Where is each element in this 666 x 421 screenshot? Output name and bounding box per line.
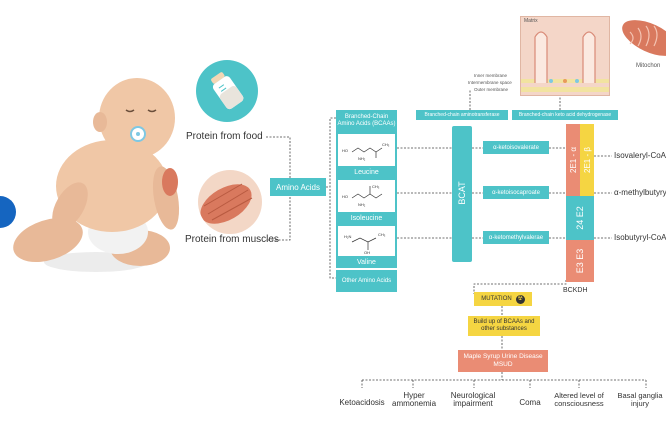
e1-beta-bar <box>580 124 594 196</box>
symptom-ketoacidosis: Ketoacidosis <box>339 397 385 407</box>
symptom-basal-ganglia: Basal ganglia injury <box>617 391 663 408</box>
svg-text:CH₃: CH₃ <box>378 232 386 237</box>
bcat-text: BCAT <box>457 181 467 205</box>
leucine-structure: HO NH₂ CH₃ <box>338 134 395 166</box>
e1a-text: 2E1 - α <box>568 147 578 173</box>
muscle-icon <box>198 170 262 234</box>
radiation-icon: ☢ <box>515 294 525 304</box>
outer-membrane-label: Outer membrane <box>474 87 509 92</box>
inner-membrane-label: Inner membrane <box>474 73 508 78</box>
svg-text:HO: HO <box>342 194 348 199</box>
bckd-name-label: Branched-chain keto acid dehydrogenase <box>512 110 618 120</box>
svg-text:HO: HO <box>342 148 348 153</box>
mutation-label: MUTATION <box>481 296 512 302</box>
protein-from-muscles-label: Protein from muscles <box>185 234 279 245</box>
symptom-hyperammonemia: Hyper ammonemia <box>392 391 437 408</box>
mutation-box: MUTATION ☢ <box>474 292 532 306</box>
symptom-consciousness: Altered level of consciousness <box>554 391 604 408</box>
keto-box-1: α-ketoisovalerate <box>483 141 549 154</box>
other-amino-acids-box: Other Amino Acids <box>336 270 397 292</box>
bcat-name-label: Branched-chain aminotransferase <box>416 110 508 120</box>
svg-text:CH₃: CH₃ <box>382 142 390 147</box>
symptom-neurological: Neurological impairment <box>450 391 496 408</box>
svg-text:CH₃: CH₃ <box>372 184 380 189</box>
leucine-label: Leucine <box>354 168 379 176</box>
bcat-bar <box>452 126 472 262</box>
keto-box-3: α-ketomethylvalerae <box>483 231 549 244</box>
e2-bar <box>566 196 594 240</box>
isoleucine-label: Isoleucine <box>350 214 383 222</box>
valine-structure: H₂N OH CH₃ <box>338 226 395 256</box>
product-3: Isobutyryl-CoA <box>614 233 666 242</box>
amino-acids-box: Amino Acids <box>270 178 326 196</box>
intermembrane-label: Intermembrane space <box>468 80 512 85</box>
mitochondrion-section <box>520 16 610 96</box>
valine-label: Valine <box>357 258 376 266</box>
svg-text:NH₂: NH₂ <box>358 202 366 207</box>
symptom-coma: Coma <box>519 397 541 407</box>
bottle-icon <box>196 60 258 122</box>
svg-text:OH: OH <box>364 250 370 255</box>
svg-text:NH₂: NH₂ <box>358 156 366 161</box>
mitochondrion-label: Mitochon <box>636 63 661 69</box>
mitochondrion-organelle <box>616 18 666 58</box>
buildup-box: Build up of BCAAs and other substances <box>468 316 540 336</box>
bcaa-header: Branched-Chain Amino Acids (BCAAs) <box>337 114 396 127</box>
matrix-label: Matrix <box>524 18 538 24</box>
product-2: α-methylbutyry <box>614 188 666 197</box>
product-1: Isovaleryl-CoA <box>614 151 666 160</box>
e1b-text: 2E1 - β <box>582 147 592 173</box>
bckdh-label: BCKDH <box>563 287 588 294</box>
protein-from-food-label: Protein from food <box>186 131 263 142</box>
e1-alpha-bar <box>566 124 580 196</box>
keto-box-2: α-ketoisocaproate <box>483 186 549 199</box>
e3-text: E3 E3 <box>575 248 585 274</box>
isoleucine-structure: HO NH₂ CH₃ <box>338 180 395 212</box>
e3-bar <box>566 240 594 282</box>
msud-box: Maple Syrup Urine Disease MSUD <box>458 350 548 372</box>
svg-text:H₂N: H₂N <box>344 234 351 239</box>
